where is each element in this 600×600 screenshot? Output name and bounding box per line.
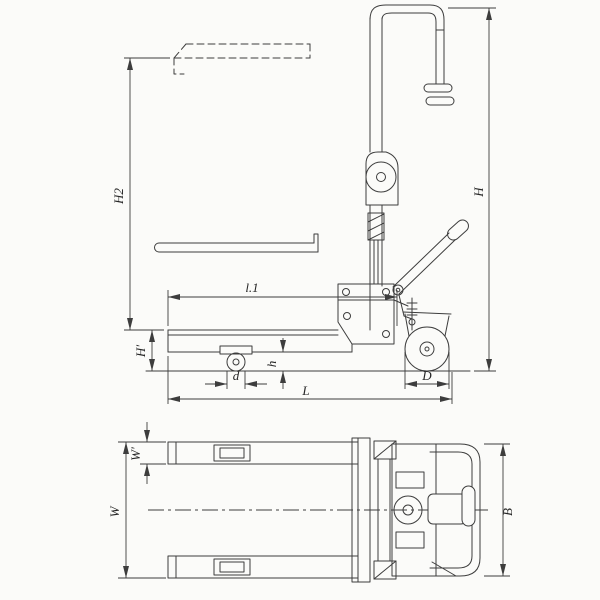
drive-wheel	[402, 311, 452, 372]
top-handle	[369, 4, 445, 85]
dimension-H-prime: H'	[133, 330, 155, 371]
dimension-d: d	[205, 368, 267, 389]
dim-label-H-prime: H'	[133, 345, 148, 358]
dimension-H2: H2	[111, 57, 170, 331]
dimension-l1: l.1	[167, 280, 398, 326]
dim-label-H: H	[471, 187, 486, 198]
fork-bottom-plan	[167, 555, 359, 579]
dim-label-W-prime: W'	[128, 447, 143, 461]
lever-handle	[392, 219, 469, 320]
steer-wheel	[219, 345, 253, 372]
dim-label-l1: l.1	[245, 280, 258, 295]
dim-label-W: W	[107, 505, 122, 517]
carriage-plate	[337, 283, 418, 353]
dimension-D: D	[404, 352, 450, 389]
dim-label-B: B	[500, 508, 515, 516]
dim-label-D: D	[421, 368, 432, 383]
pulley-assembly	[365, 151, 399, 206]
control-grips	[423, 83, 455, 106]
mast	[367, 17, 385, 331]
fork-top-plan	[167, 441, 359, 465]
dimension-B: B	[484, 443, 515, 577]
dim-label-d: d	[233, 368, 240, 383]
dimension-W: W	[107, 441, 166, 579]
dim-label-L: L	[301, 383, 309, 398]
handle-grip-plan	[461, 485, 476, 527]
plan-view: W' W B	[107, 422, 515, 583]
handle-loop-plan	[427, 443, 481, 577]
platform-raised-dashed-outline	[173, 43, 311, 75]
dim-label-H2: H2	[111, 188, 126, 205]
dimension-W-prime: W'	[128, 422, 166, 484]
dimension-h: h	[264, 338, 286, 389]
carriage-plan	[351, 437, 397, 583]
dimension-L: L	[167, 356, 453, 404]
dimension-H: H	[448, 7, 496, 372]
fork-mid-position	[154, 233, 319, 253]
side-view: H2 H l.1 H' d h	[111, 4, 496, 404]
dim-label-h: h	[264, 361, 279, 368]
fork-lowered	[167, 329, 353, 353]
tiller-base-plan	[427, 493, 467, 525]
